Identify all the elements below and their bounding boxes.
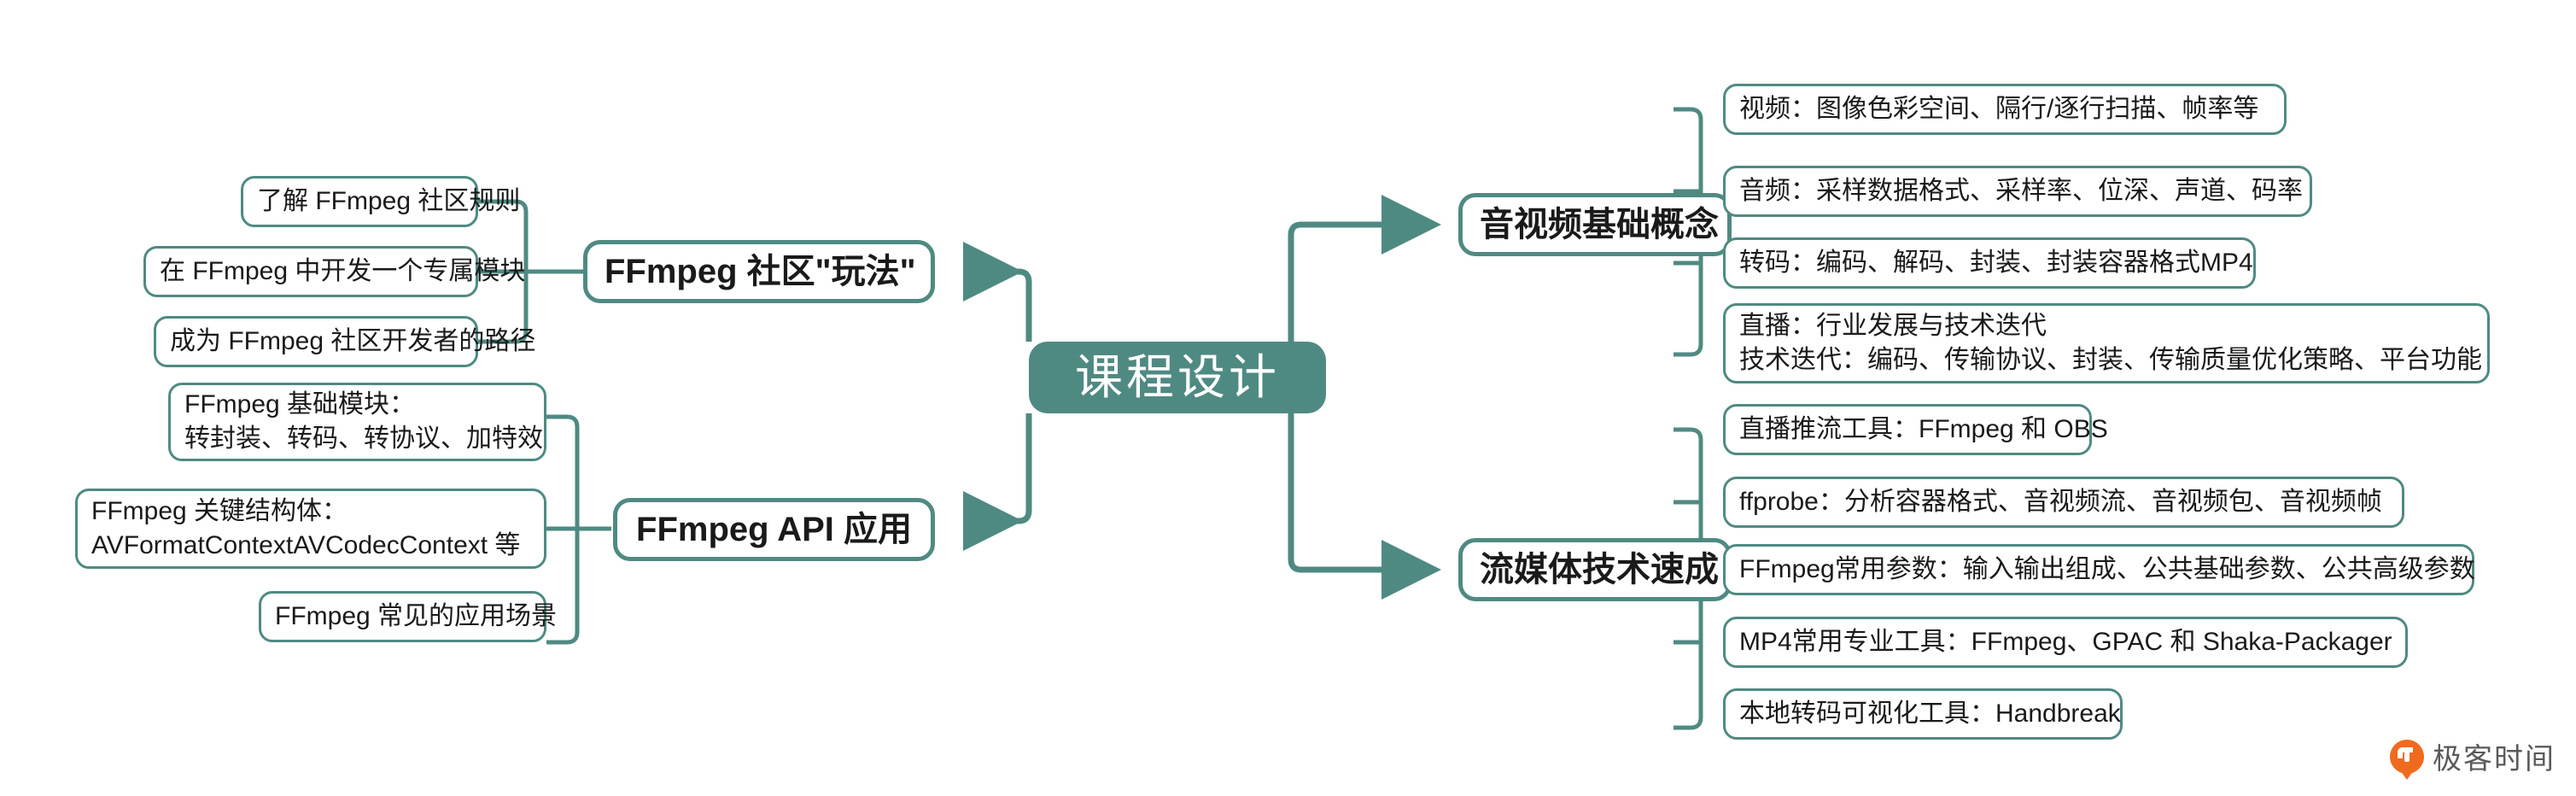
branch-node-community[interactable]: FFmpeg 社区"玩法" [583,240,935,303]
leaf-node-streaming-1[interactable]: ffprobe：分析容器格式、音视频流、音视频包、音视频帧 [1723,477,2404,528]
leaf-node-api-0[interactable]: FFmpeg 基础模块： 转封装、转码、转协议、加特效 [168,383,546,461]
leaf-node-streaming-0[interactable]: 直播推流工具：FFmpeg 和 OBS [1723,404,2108,455]
leaf-node-streaming-4[interactable]: 本地转码可视化工具：Handbreak [1723,688,2123,740]
leaf-node-community-2[interactable]: 成为 FFmpeg 社区开发者的路径 [154,316,536,367]
leaf-node-basics-0-label: 视频：图像色彩空间、隔行/逐行扫描、帧率等 [1739,95,2259,124]
leaf-node-api-1-label: FFmpeg 关键结构体： AVFormatContextAVCodecCont… [91,497,521,559]
leaf-node-community-0-label: 了解 FFmpeg 社区规则 [257,187,521,216]
leaf-node-api-2[interactable]: FFmpeg 常见的应用场景 [259,591,558,642]
branch-node-streaming-label: 流媒体技术速成 [1480,550,1719,588]
branch-node-basics[interactable]: 音视频基础概念 [1458,193,1732,256]
root-node-label: 课程设计 [1075,350,1280,405]
branch-node-community-label: FFmpeg 社区"玩法" [605,252,916,290]
leaf-node-basics-2[interactable]: 转码：编码、解码、封装、封装容器格式MP4 [1723,237,2256,289]
branch-node-basics-label: 音视频基础概念 [1480,205,1719,243]
leaf-node-basics-1-label: 音频：采样数据格式、采样率、位深、声道、码率 [1739,177,2303,206]
watermark-label: 极客时间 [2433,742,2556,776]
leaf-node-basics-1[interactable]: 音频：采样数据格式、采样率、位深、声道、码率 [1723,166,2312,217]
leaf-node-streaming-3[interactable]: MP4常用专业工具：FFmpeg、GPAC 和 Shaka-Packager [1723,617,2408,668]
branch-node-api-label: FFmpeg API 应用 [636,510,912,548]
leaf-node-api-0-label: FFmpeg 基础模块： 转封装、转码、转协议、加特效 [184,390,543,453]
root-node[interactable]: 课程设计 [1029,342,1326,413]
leaf-node-basics-3[interactable]: 直播：行业发展与技术迭代 技术迭代：编码、传输协议、封装、传输质量优化策略、平台… [1723,303,2490,383]
leaf-node-basics-2-label: 转码：编码、解码、封装、封装容器格式MP4 [1739,249,2253,278]
leaf-node-basics-3-label: 直播：行业发展与技术迭代 技术迭代：编码、传输协议、封装、传输质量优化策略、平台… [1739,312,2482,374]
leaf-node-community-1-label: 在 FFmpeg 中开发一个专属模块 [160,257,526,286]
leaf-node-basics-0[interactable]: 视频：图像色彩空间、隔行/逐行扫描、帧率等 [1723,84,2287,135]
leaf-node-streaming-2-label: FFmpeg常用参数：输入输出组成、公共基础参数、公共高级参数 [1739,555,2475,584]
leaf-node-streaming-2[interactable]: FFmpeg常用参数：输入输出组成、公共基础参数、公共高级参数 [1723,544,2475,595]
leaf-node-community-1[interactable]: 在 FFmpeg 中开发一个专属模块 [143,246,526,297]
leaf-node-community-0[interactable]: 了解 FFmpeg 社区规则 [241,176,521,227]
leaf-node-api-1[interactable]: FFmpeg 关键结构体： AVFormatContextAVCodecCont… [75,489,546,569]
leaf-node-api-2-label: FFmpeg 常见的应用场景 [275,602,558,631]
leaf-node-streaming-4-label: 本地转码可视化工具：Handbreak [1739,699,2121,729]
branch-node-streaming[interactable]: 流媒体技术速成 [1458,538,1732,601]
watermark: 极客时间 [2390,735,2556,780]
geektime-logo-icon [2390,739,2424,780]
leaf-node-community-2-label: 成为 FFmpeg 社区开发者的路径 [170,327,536,356]
branch-node-api[interactable]: FFmpeg API 应用 [613,498,935,561]
leaf-node-streaming-3-label: MP4常用专业工具：FFmpeg、GPAC 和 Shaka-Packager [1739,628,2392,657]
leaf-node-streaming-1-label: ffprobe：分析容器格式、音视频流、音视频包、音视频帧 [1739,488,2382,517]
leaf-node-streaming-0-label: 直播推流工具：FFmpeg 和 OBS [1739,415,2108,444]
